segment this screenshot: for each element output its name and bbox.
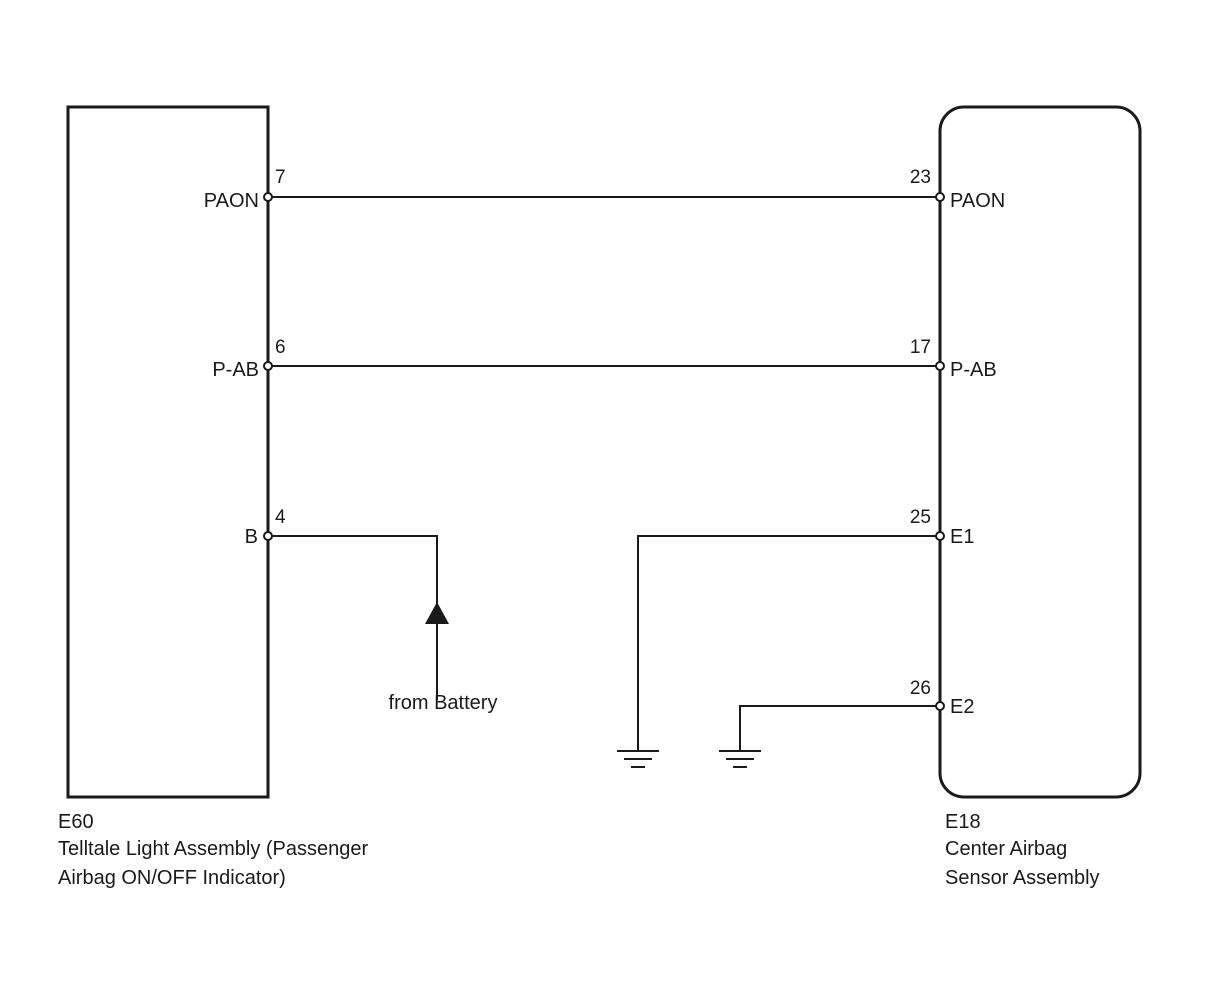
- pin-number: 26: [910, 678, 931, 699]
- pin-name: PAON: [204, 190, 259, 212]
- pin-number: 23: [910, 167, 931, 188]
- right-component-id: E18: [945, 811, 981, 833]
- ground-icon: [719, 750, 761, 768]
- pin-name: P-AB: [950, 359, 997, 381]
- right-component-name-line1: Center Airbag: [945, 838, 1067, 860]
- wire-e2-ground: [739, 705, 936, 750]
- left-component-name-line1: Telltale Light Assembly (Passenger: [58, 838, 368, 860]
- left-component-name-line2: Airbag ON/OFF Indicator): [58, 867, 286, 889]
- right-component-name-line2: Sensor Assembly: [945, 867, 1100, 889]
- battery-label: from Battery: [389, 692, 498, 714]
- pin-name: E2: [950, 696, 974, 718]
- terminal-right-23: [935, 192, 945, 202]
- pin-number: 25: [910, 507, 931, 528]
- right-component-box: [938, 105, 1142, 799]
- terminal-right-17: [935, 361, 945, 371]
- battery-arrow-icon: [425, 602, 449, 624]
- wire-e1-ground: [637, 535, 936, 750]
- terminal-left-6: [263, 361, 273, 371]
- pin-name: P-AB: [212, 359, 259, 381]
- pin-number: 4: [275, 507, 286, 528]
- terminal-right-26: [935, 701, 945, 711]
- pin-number: 6: [275, 337, 286, 358]
- pin-name: B: [245, 526, 258, 548]
- left-component-box: [66, 105, 270, 799]
- wire-battery: [272, 535, 438, 700]
- terminal-left-4: [263, 531, 273, 541]
- left-component-id: E60: [58, 811, 94, 833]
- terminal-left-7: [263, 192, 273, 202]
- pin-name: PAON: [950, 190, 1005, 212]
- pin-name: E1: [950, 526, 974, 548]
- terminal-right-25: [935, 531, 945, 541]
- pin-number: 7: [275, 167, 286, 188]
- ground-icon: [617, 750, 659, 768]
- pin-number: 17: [910, 337, 931, 358]
